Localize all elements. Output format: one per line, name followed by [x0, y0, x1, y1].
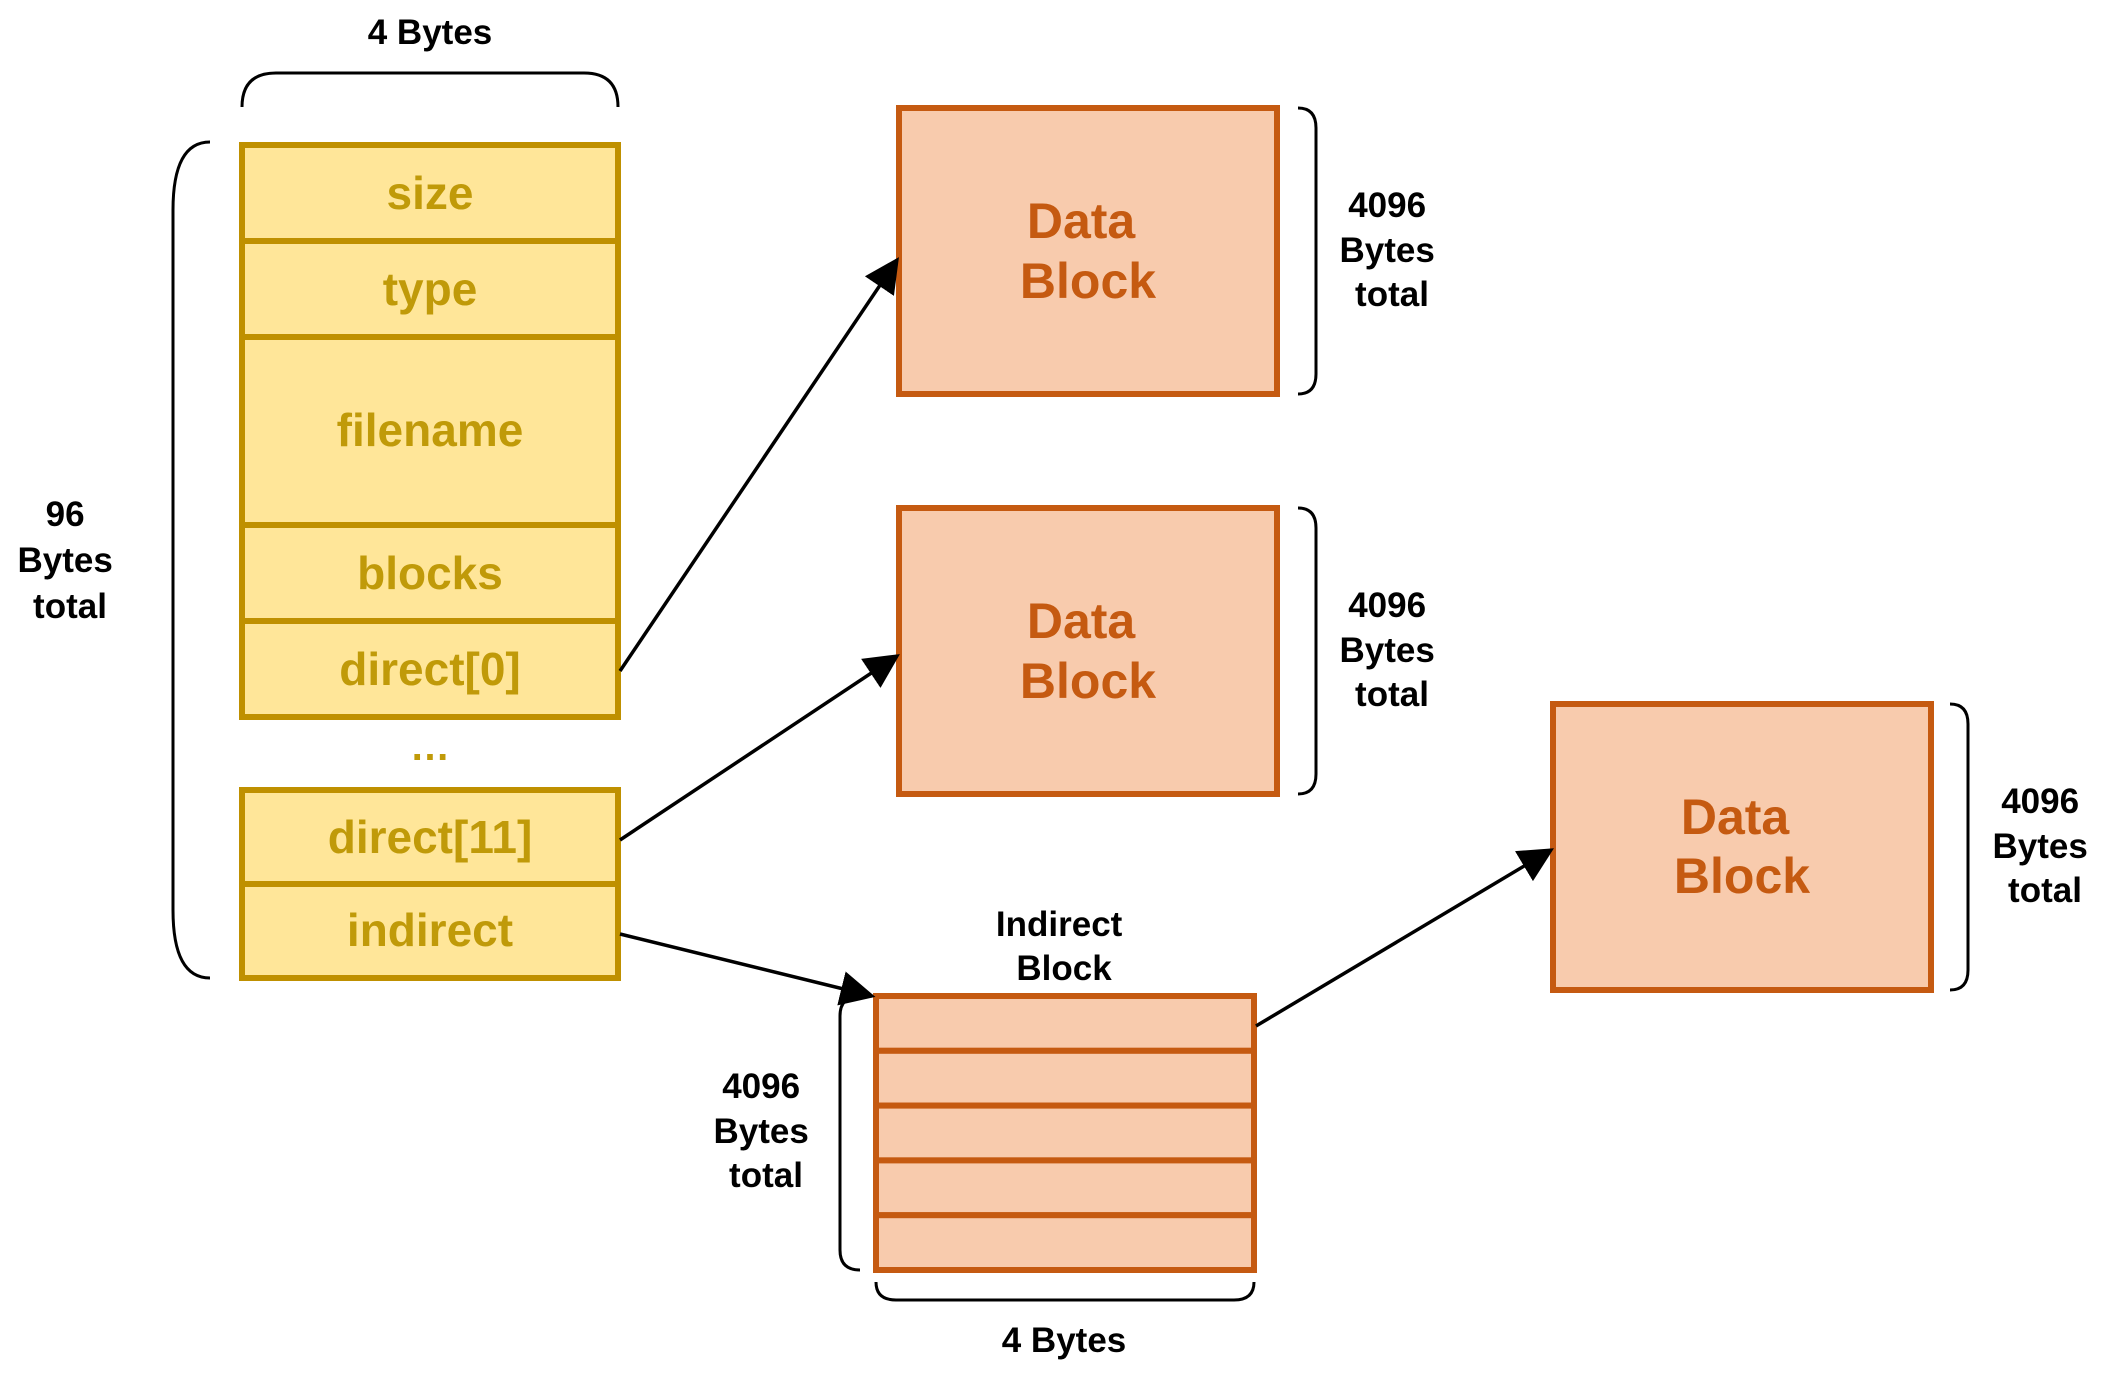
- data-block-1: Data Block 4096 Bytes total: [896, 105, 1444, 397]
- indirect-block-size-label: 4096 Bytes total: [713, 1067, 818, 1195]
- svg-text:blocks: blocks: [357, 547, 503, 599]
- indirect-block-entries: [873, 993, 1257, 1273]
- inode-size-label: 96 Bytes total: [17, 495, 122, 626]
- indirect-block-entry: [873, 1212, 1257, 1273]
- indirect-block-width-brace: [874, 1281, 1256, 1302]
- svg-text:direct[0]: direct[0]: [339, 643, 520, 695]
- data-block-3-size-brace: [1949, 702, 1970, 992]
- data-block-1-title: Data Block: [1020, 193, 1156, 309]
- indirect-block-width-label: 4 Bytes: [1002, 1321, 1127, 1360]
- indirect-block-title: Indirect Block: [996, 905, 1132, 988]
- arrows: [618, 257, 1555, 1028]
- indirect-block-size-brace: [838, 994, 861, 1272]
- inode-field-direct-11: direct[11]: [239, 787, 621, 887]
- inode-width-label: 4 Bytes: [368, 13, 493, 52]
- data-block-1-size-brace: [1297, 106, 1318, 396]
- svg-text:size: size: [387, 167, 474, 219]
- data-block-3: Data Block 4096 Bytes total: [1550, 701, 2097, 993]
- data-block-3-size-label: 4096 Bytes total: [1992, 782, 2097, 910]
- inode-field-filename: filename: [239, 334, 621, 528]
- indirect-block-entry: [873, 1157, 1257, 1219]
- arrow-indirect-block-to-block3: [1255, 848, 1555, 1028]
- inode-field-type: type: [239, 238, 621, 340]
- inode: 4 Bytes 96 Bytes total size type filenam…: [17, 13, 621, 981]
- svg-text:direct[11]: direct[11]: [328, 811, 533, 863]
- inode-field-blocks: blocks: [239, 522, 621, 624]
- inode-size-brace: [171, 140, 211, 980]
- svg-text:filename: filename: [337, 404, 524, 456]
- data-block-2: Data Block 4096 Bytes total: [896, 505, 1444, 797]
- indirect-block: Indirect Block 4096 Bytes total 4 Bytes: [713, 905, 1257, 1360]
- data-block-2-size-label: 4096 Bytes total: [1339, 586, 1444, 714]
- svg-text:indirect: indirect: [347, 904, 513, 956]
- inode-field-size: size: [239, 142, 621, 244]
- indirect-block-entry: [873, 1102, 1257, 1164]
- data-block-2-size-brace: [1297, 506, 1318, 796]
- indirect-block-entry: [873, 1047, 1257, 1109]
- inode-field-direct-0: direct[0]: [239, 618, 621, 720]
- inode-field-indirect: indirect: [239, 881, 621, 981]
- arrow-direct11-to-block2: [619, 654, 900, 842]
- arrow-indirect-to-indirect-block: [619, 932, 876, 1006]
- arrow-direct0-to-block1: [618, 257, 899, 672]
- inode-width-brace: [240, 71, 620, 108]
- data-block-2-title: Data Block: [1020, 593, 1156, 709]
- data-block-3-title: Data Block: [1674, 789, 1810, 904]
- svg-text:type: type: [383, 263, 478, 315]
- inode-ellipsis: …: [410, 725, 450, 769]
- data-block-1-size-label: 4096 Bytes total: [1339, 186, 1444, 314]
- indirect-block-entry: [873, 993, 1257, 1054]
